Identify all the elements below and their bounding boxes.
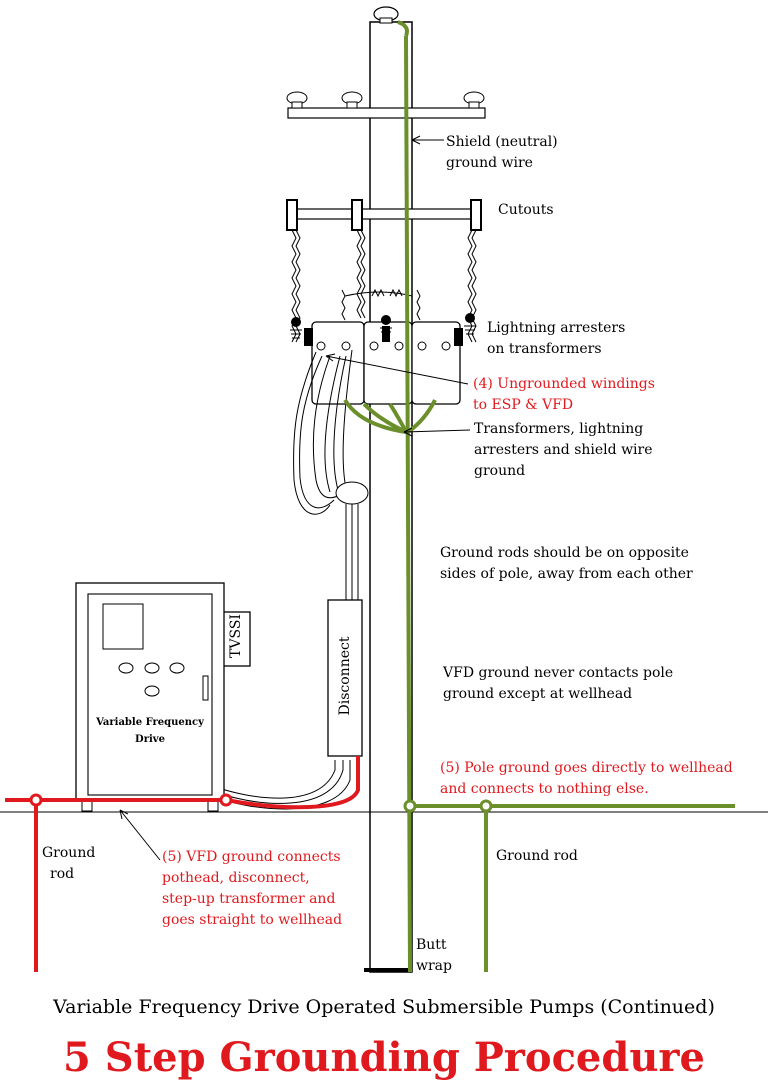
shield-wire-label: Shield (neutral)ground wire	[446, 134, 558, 171]
pole-ground-node	[403, 799, 417, 813]
vfd-ground-node	[219, 793, 233, 807]
cutouts-label: Cutouts	[498, 202, 554, 218]
lightning-arresters	[290, 313, 476, 339]
ground-rod-right-label: Ground rod	[496, 848, 578, 864]
crossarm	[286, 91, 486, 119]
diagram-title: 5 Step Grounding Procedure	[63, 1034, 705, 1081]
tvssi-box	[221, 611, 251, 667]
top-insulator	[373, 6, 399, 24]
secondary-cables	[209, 349, 369, 810]
vfd-cabinet	[75, 582, 225, 812]
tvssi-label: TVSSI	[228, 614, 244, 658]
leader-lines	[119, 135, 471, 861]
pole-ground-wire	[343, 20, 735, 973]
diagram-subtitle: Variable Frequency Drive Operated Submer…	[53, 996, 715, 1018]
pole-ground-note: (5) Pole ground goes directly to wellhea…	[440, 760, 733, 797]
ground-rod-node-left	[29, 793, 43, 807]
ground-rod-node-right	[479, 799, 493, 813]
cutout-leads	[291, 229, 477, 343]
disconnect-box	[327, 599, 363, 757]
disconnect-label: Disconnect	[337, 636, 353, 716]
